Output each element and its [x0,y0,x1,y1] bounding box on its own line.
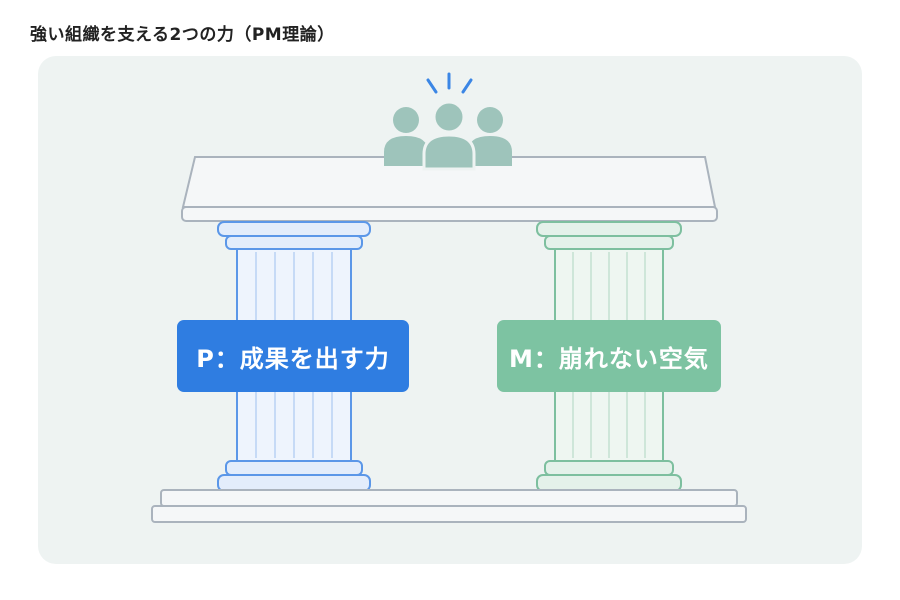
p-label-box: P：成果を出す力 [177,320,409,392]
pillar-p [217,221,371,492]
m-label-text: M：崩れない空気 [509,344,709,373]
p-label-text: P：成果を出す力 [196,344,390,373]
page-title: 強い組織を支える2つの力（PM理論） [30,25,335,45]
people-group-icon [384,100,512,171]
attention-rays-icon [426,72,473,94]
base [151,489,747,523]
roof [181,156,718,222]
m-label-box: M：崩れない空気 [497,320,721,392]
